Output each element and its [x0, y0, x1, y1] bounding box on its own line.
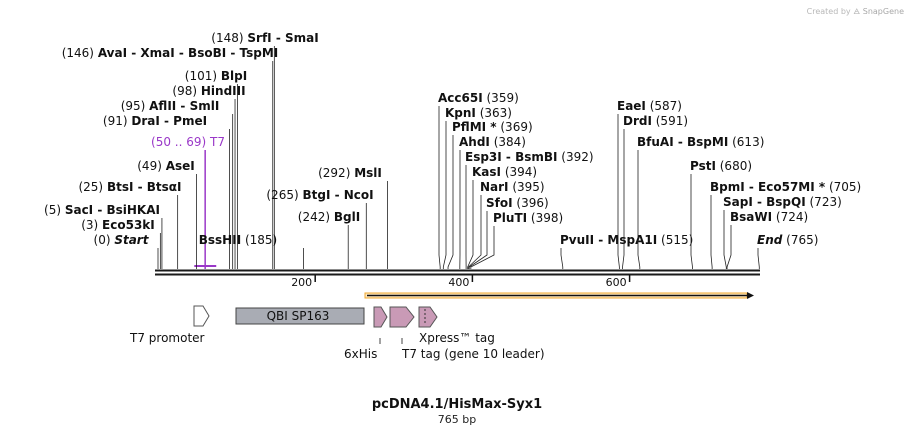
- site-label[interactable]: KpnI (363): [445, 106, 512, 120]
- map-title: pcDNA4.1/HisMax-Syx1: [0, 397, 914, 412]
- site-label[interactable]: (49) AseI: [137, 159, 195, 173]
- site-pvuii[interactable]: PvuII - MspA1I (515): [560, 233, 693, 269]
- site-label[interactable]: DrdI (591): [623, 114, 688, 128]
- tick-layer: 200 400 600: [291, 275, 629, 289]
- site-label[interactable]: (242) BglI: [298, 210, 360, 224]
- site-sapi[interactable]: SapI - BspQI (723): [723, 195, 842, 269]
- site-label[interactable]: (265) BtgI - NcoI: [266, 188, 373, 202]
- snapgene-logo-icon: 🜁: [853, 7, 860, 16]
- site-leader-line: [711, 195, 712, 269]
- feature-xpress-tag[interactable]: Xpress™ tag: [419, 307, 495, 345]
- feature-qbi-sp163[interactable]: QBI SP163: [236, 308, 364, 324]
- site-label[interactable]: (0) Start: [94, 233, 150, 247]
- site-start[interactable]: (0) Start: [94, 233, 158, 269]
- site-leader-line: [439, 106, 440, 269]
- t7-tag-label: T7 tag (gene 10 leader): [401, 347, 545, 361]
- site-label[interactable]: (91) DraI - PmeI: [103, 114, 207, 128]
- site-label[interactable]: PstI (680): [690, 159, 752, 173]
- 6xhis-label: 6xHis: [344, 347, 377, 361]
- site-label[interactable]: (25) BtsI - BtsαI: [78, 180, 181, 194]
- feature-t7-promoter[interactable]: T7 promoter: [129, 306, 209, 345]
- site-leader-line: [727, 225, 731, 269]
- axis-tick: 400: [448, 275, 472, 289]
- site-leader-line: [471, 226, 494, 269]
- site-label[interactable]: EaeI (587): [617, 99, 682, 113]
- orf-arrow[interactable]: [365, 292, 754, 299]
- site-label[interactable]: BssHII (185): [199, 233, 278, 247]
- site-label[interactable]: SfoI (396): [486, 196, 549, 210]
- site-bsshii[interactable]: BssHII (185): [199, 233, 304, 269]
- site-leader-line: [468, 180, 473, 269]
- site-label[interactable]: (5) SacI - BsiHKAI: [44, 203, 160, 217]
- site-label[interactable]: (95) AflII - SmlI: [121, 99, 220, 113]
- site-label[interactable]: (50 .. 69) T7: [151, 135, 225, 149]
- credit-label: Created by 🜁 SnapGene: [807, 2, 904, 19]
- site-label[interactable]: KasI (394): [472, 165, 537, 179]
- site-leader-line: [758, 248, 759, 269]
- site-layer: (148) SrfI - SmaI(146) AvaI - XmaI - Bso…: [44, 31, 861, 269]
- site-pluti[interactable]: PluTI (398): [471, 211, 563, 269]
- site-label[interactable]: (148) SrfI - SmaI: [211, 31, 318, 45]
- axis-tick-label: 400: [448, 276, 469, 289]
- site-bpmi[interactable]: BpmI - Eco57MI * (705): [710, 180, 861, 269]
- site-label[interactable]: PvuII - MspA1I (515): [560, 233, 693, 247]
- credit-brand: SnapGene: [863, 7, 904, 16]
- site-label[interactable]: AhdI (384): [459, 135, 526, 149]
- site-leader-line: [443, 121, 446, 269]
- qbi-sp163-label: QBI SP163: [267, 309, 330, 323]
- site-label[interactable]: PluTI (398): [493, 211, 563, 225]
- axis-tick-label: 600: [606, 276, 627, 289]
- site-label[interactable]: SapI - BspQI (723): [723, 195, 842, 209]
- site-label[interactable]: BpmI - Eco57MI * (705): [710, 180, 861, 194]
- site-leader-line: [468, 195, 481, 269]
- xpress-tag-label: Xpress™ tag: [419, 331, 495, 345]
- site-label[interactable]: BfuAI - BspMI (613): [637, 135, 764, 149]
- site-leader-line: [638, 150, 640, 269]
- t7-promoter-label: T7 promoter: [129, 331, 205, 345]
- site-label[interactable]: BsaWI (724): [730, 210, 808, 224]
- site-leader-line: [448, 135, 453, 269]
- credit-prefix: Created by: [807, 7, 851, 16]
- site-label[interactable]: Esp3I - BsmBI (392): [465, 150, 594, 164]
- site-label[interactable]: (146) AvaI - XmaI - BsoBI - TspMI: [62, 46, 279, 60]
- site-leader-line: [561, 248, 563, 269]
- axis-tick-label: 200: [291, 276, 312, 289]
- site-leader-line: [691, 174, 692, 269]
- site-bgli[interactable]: (242) BglI: [298, 210, 360, 269]
- site-label[interactable]: PflMI * (369): [452, 120, 533, 134]
- site-label[interactable]: Acc65I (359): [438, 91, 519, 105]
- site-label[interactable]: (292) MslI: [318, 166, 382, 180]
- site-btgi[interactable]: (265) BtgI - NcoI: [266, 188, 373, 269]
- site-end[interactable]: End (765): [757, 233, 818, 269]
- site-label[interactable]: (98) HindIII: [172, 84, 245, 98]
- axis-tick: 200: [291, 275, 315, 289]
- site-label[interactable]: End (765): [757, 233, 818, 247]
- site-leader-line: [623, 129, 624, 269]
- map-length: 765 bp: [0, 413, 914, 426]
- site-leader-line: [724, 210, 726, 269]
- site-label[interactable]: (3) Eco53kI: [81, 218, 155, 232]
- site-label[interactable]: NarI (395): [480, 180, 545, 194]
- site-label[interactable]: (101) BlpI: [185, 69, 247, 83]
- axis-tick: 600: [606, 275, 630, 289]
- backbone: [155, 271, 760, 275]
